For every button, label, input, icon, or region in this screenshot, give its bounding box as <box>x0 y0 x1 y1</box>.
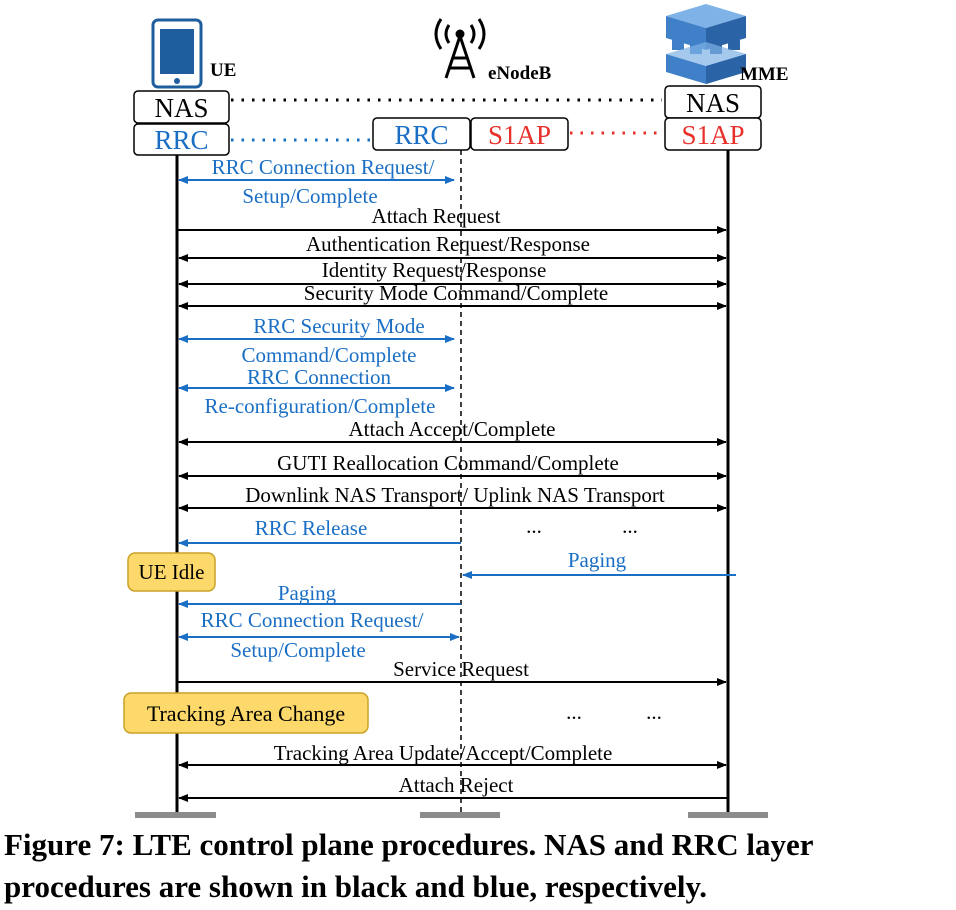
ellipsis: ... <box>622 514 638 538</box>
message-label: Authentication Request/Response <box>306 232 590 256</box>
mme-nas-label: NAS <box>686 88 740 118</box>
message-label: Downlink NAS Transport/ Uplink NAS Trans… <box>245 483 665 507</box>
message-label: RRC Connection <box>247 365 392 389</box>
message-label: Attach Request <box>372 204 501 228</box>
ellipsis: ... <box>526 514 542 538</box>
message-label: Tracking Area Update/Accept/Complete <box>274 741 613 765</box>
enb-s1ap-label: S1AP <box>488 120 551 150</box>
msg-tracking-area-update: Tracking Area Update/Accept/Complete <box>178 741 727 769</box>
ellipsis: ... <box>566 700 582 724</box>
state-label: Tracking Area Change <box>147 701 345 726</box>
ellipsis: ... <box>646 700 662 724</box>
message-label: RRC Release <box>255 516 368 540</box>
figure-caption: Figure 7: LTE control plane procedures. … <box>4 824 954 908</box>
caption-line-1: Figure 7: LTE control plane procedures. … <box>4 827 814 862</box>
enodeb-label: eNodeB <box>488 63 552 84</box>
mme-s1ap-box <box>664 117 762 151</box>
ue-nas-label: NAS <box>154 93 208 123</box>
msg-rrc-reconfiguration: RRC Connection Re-configuration/Complete <box>178 365 455 418</box>
ue-label: UE <box>210 60 236 81</box>
message-label: RRC Connection Request/ <box>201 608 424 632</box>
message-label: Paging <box>278 581 337 605</box>
message-label: Attach Reject <box>399 773 514 797</box>
sequence-diagram: UE eNodeB MME NAS RRC RRC S1AP NAS S1AP … <box>123 4 789 818</box>
message-label: Service Request <box>393 657 529 681</box>
msg-identity: Identity Request/Response <box>178 258 727 288</box>
msg-service-request: Service Request <box>177 657 727 686</box>
msg-security-mode: Security Mode Command/Complete <box>178 281 727 310</box>
message-label: Setup/Complete <box>242 184 377 208</box>
enb-rrc-label: RRC <box>394 120 448 150</box>
message-label: Paging <box>568 548 627 572</box>
antenna-icon <box>434 18 486 79</box>
msg-guti-reallocation: GUTI Reallocation Command/Complete <box>178 451 727 480</box>
msg-attach-accept: Attach Accept/Complete <box>178 417 727 446</box>
message-label: Setup/Complete <box>230 638 365 662</box>
enb-s1ap-box <box>470 117 569 151</box>
caption-line-2: procedures are shown in black and blue, … <box>4 869 708 904</box>
tablet-icon <box>151 18 203 89</box>
message-label: Security Mode Command/Complete <box>304 281 608 305</box>
ue-ground <box>135 812 216 818</box>
message-label: Attach Accept/Complete <box>348 417 555 441</box>
msg-paging-enb: Paging <box>178 581 461 608</box>
mme-label: MME <box>740 64 789 85</box>
mme-s1ap-label: S1AP <box>681 120 744 150</box>
msg-rrc-security-mode: RRC Security Mode Command/Complete <box>178 314 455 367</box>
state-label: UE Idle <box>139 560 205 584</box>
enodeb-ground <box>420 812 500 818</box>
message-label: Re-configuration/Complete <box>205 394 436 418</box>
msg-nas-transport: Downlink NAS Transport/ Uplink NAS Trans… <box>178 483 727 512</box>
enb-rrc-box <box>372 117 471 151</box>
mme-ground <box>688 812 768 818</box>
ue-rrc-box <box>133 123 230 156</box>
msg-rrc-connection-request-2: RRC Connection Request/ Setup/Complete <box>178 608 460 662</box>
msg-rrc-release: RRC Release <box>178 516 461 547</box>
message-label: RRC Connection Request/ <box>212 155 435 179</box>
msg-attach-reject: Attach Reject <box>178 773 728 802</box>
msg-paging-mme: Paging <box>462 548 736 579</box>
message-label: Command/Complete <box>242 343 417 367</box>
tracking-area-change-state: Tracking Area Change <box>123 692 369 734</box>
message-label: GUTI Reallocation Command/Complete <box>277 451 619 475</box>
server-icon <box>666 4 746 84</box>
ue-nas-box <box>133 90 230 124</box>
msg-authentication: Authentication Request/Response <box>178 232 727 262</box>
message-label: Identity Request/Response <box>322 258 547 282</box>
msg-rrc-connection-request: RRC Connection Request/ Setup/Complete <box>178 155 455 208</box>
ue-rrc-label: RRC <box>154 125 208 155</box>
msg-attach-request: Attach Request <box>177 204 727 234</box>
ue-idle-state: UE Idle <box>127 552 216 592</box>
message-label: RRC Security Mode <box>253 314 425 338</box>
